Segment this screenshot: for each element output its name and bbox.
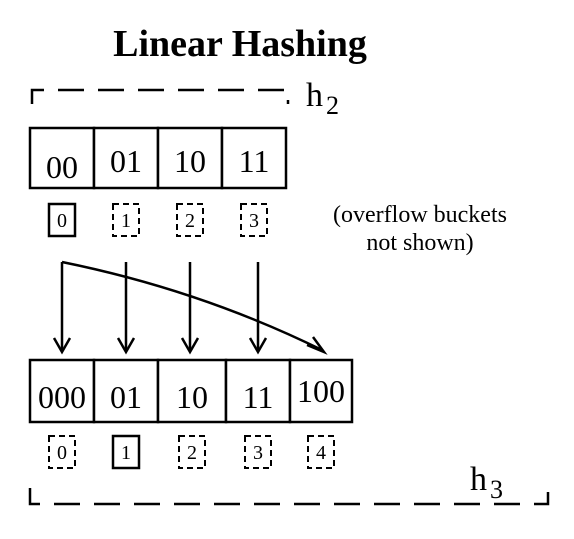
diagram-title: Linear Hashing xyxy=(113,23,367,65)
overflow-note-line2: not shown) xyxy=(366,230,473,256)
arrowhead-11 xyxy=(248,337,268,355)
top-overflow-box-1 xyxy=(112,203,140,237)
bottom-overflow-box-2 xyxy=(178,435,206,469)
bottom-overflow-row: 0 1 2 3 4 xyxy=(48,434,335,470)
h-top-letter: h xyxy=(306,77,323,114)
bottom-overflow-box-0 xyxy=(48,435,76,469)
bottom-bucket-0 xyxy=(28,358,96,424)
bottom-bucket-label: 11 xyxy=(243,379,274,415)
arrow-0-to-100 xyxy=(61,260,323,352)
top-overflow-index: 2 xyxy=(185,210,195,232)
top-bucket-label: 01 xyxy=(110,143,142,179)
top-overflow-index: 0 xyxy=(57,210,67,232)
arrowhead-10 xyxy=(180,337,200,355)
top-overflow-index: 1 xyxy=(121,210,131,232)
bottom-overflow-box-4 xyxy=(307,435,335,469)
top-bucket-label: 00 xyxy=(46,149,78,185)
h-bottom-letter: h xyxy=(470,461,487,498)
bottom-overflow-index: 4 xyxy=(316,442,326,464)
bottom-overflow-index: 2 xyxy=(187,442,197,464)
top-bracket xyxy=(30,88,290,104)
overflow-note-line1: (overflow buckets xyxy=(333,202,507,228)
bottom-bucket-label: 000 xyxy=(38,379,86,415)
bottom-overflow-index: 3 xyxy=(253,442,263,464)
bottom-bucket-4 xyxy=(288,358,354,424)
top-overflow-index: 3 xyxy=(249,210,259,232)
bottom-bucket-row: 000 01 10 11 100 xyxy=(28,358,354,424)
top-bucket-label: 11 xyxy=(239,143,270,179)
top-overflow-box-3 xyxy=(240,203,268,237)
top-bucket-label: 10 xyxy=(174,143,206,179)
bottom-bucket-2 xyxy=(156,358,228,424)
top-bucket-0 xyxy=(28,126,96,190)
top-bucket-1 xyxy=(92,126,160,190)
arrowhead-01 xyxy=(116,337,136,355)
bottom-overflow-box-3 xyxy=(244,435,272,469)
h-top-subscript: 2 xyxy=(326,91,339,120)
top-overflow-row: 0 1 2 3 xyxy=(47,202,268,238)
bottom-bucket-label: 01 xyxy=(110,379,142,415)
bottom-bucket-label: 10 xyxy=(176,379,208,415)
bottom-overflow-box-1 xyxy=(111,434,141,470)
top-overflow-box-2 xyxy=(176,203,204,237)
top-bucket-row: 00 01 10 11 xyxy=(28,126,288,190)
arrowhead-100 xyxy=(306,336,328,355)
top-bucket-3 xyxy=(220,126,288,190)
bottom-overflow-index: 1 xyxy=(121,442,131,464)
arrowhead-0 xyxy=(52,337,72,355)
top-bucket-2 xyxy=(156,126,224,190)
bottom-bucket-label: 100 xyxy=(297,373,345,409)
h-bottom-subscript: 3 xyxy=(490,475,503,504)
bottom-bracket xyxy=(28,488,550,506)
bottom-overflow-index: 0 xyxy=(57,442,67,464)
split-arrows xyxy=(52,260,328,355)
top-overflow-box-0 xyxy=(47,202,77,238)
bottom-bucket-1 xyxy=(92,358,160,424)
